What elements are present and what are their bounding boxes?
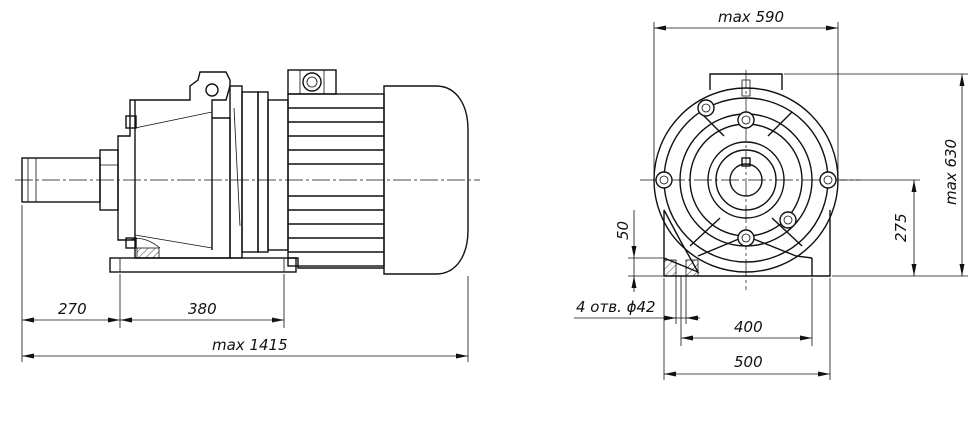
dim-foot-label: 50 [614, 221, 632, 240]
side-view: 270 380 max 1415 [15, 69, 480, 362]
dim-holes-label: 4 отв. ϕ42 [576, 298, 656, 316]
dim-axis-height-label: 275 [892, 213, 910, 242]
lifting-eye-icon [205, 83, 219, 97]
front-terminal-box [709, 73, 783, 90]
terminal-box-eye-icon [302, 72, 322, 92]
bolt-heads [655, 99, 837, 247]
terminal-box [287, 69, 337, 95]
motor-fins [288, 107, 384, 253]
dim-height-label: max 630 [942, 139, 960, 205]
dim-base-label: 500 [734, 353, 763, 371]
output-shaft [21, 149, 119, 211]
mounting-foot [109, 257, 297, 273]
output-shaft-end-icon [729, 163, 763, 197]
dim-total-label: max 1415 [212, 336, 288, 354]
dim-hole-spacing-label: 400 [734, 318, 763, 336]
fan-cover [383, 85, 469, 275]
motor-body [287, 69, 385, 269]
front-dimensions [574, 22, 968, 380]
housing-outer-circle [653, 87, 839, 273]
flange [229, 85, 289, 259]
dim-mount-label: 380 [188, 300, 217, 318]
dim-width-label: max 590 [718, 8, 784, 26]
side-dimensions [21, 205, 469, 362]
front-view: max 590 max 630 275 50 4 отв. ϕ42 400 50… [574, 8, 968, 380]
gearbox-housing [117, 71, 231, 259]
dim-shaft-label: 270 [58, 300, 87, 318]
shaft-key [741, 157, 751, 167]
